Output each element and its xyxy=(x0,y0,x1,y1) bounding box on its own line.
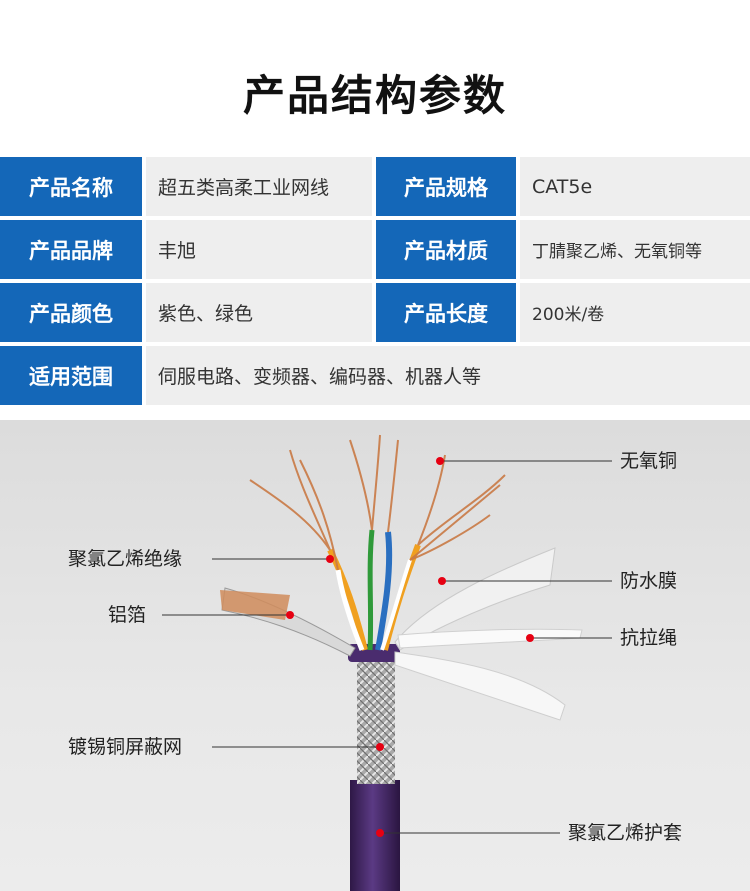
spec-value: CAT5e xyxy=(520,157,750,216)
spec-value: 紫色、绿色 xyxy=(146,283,372,342)
spec-value: 伺服电路、变频器、编码器、机器人等 xyxy=(146,346,750,405)
callout-pvc-insulation: 聚氯乙烯绝缘 xyxy=(68,548,183,570)
spec-label: 产品品牌 xyxy=(0,220,142,279)
callout-tinned-copper-shield: 镀锡铜屏蔽网 xyxy=(68,736,183,758)
spec-label: 产品长度 xyxy=(376,283,516,342)
spec-value: 丰旭 xyxy=(146,220,372,279)
spec-row: 产品名称 超五类高柔工业网线 产品规格 CAT5e xyxy=(0,157,750,216)
cable-structure-illustration: 无氧铜 聚氯乙烯绝缘 防水膜 铝箔 抗拉绳 镀锡铜屏蔽网 聚氯乙烯护套 xyxy=(0,420,750,891)
callout-pvc-jacket: 聚氯乙烯护套 xyxy=(568,822,683,844)
cable-drawing xyxy=(162,434,612,891)
callout-oxygen-free-copper: 无氧铜 xyxy=(620,450,678,472)
spec-label: 产品颜色 xyxy=(0,283,142,342)
spec-label: 适用范围 xyxy=(0,346,142,405)
spec-value: 丁腈聚乙烯、无氧铜等 xyxy=(520,220,750,279)
spec-label: 产品材质 xyxy=(376,220,516,279)
callout-aluminum-foil: 铝箔 xyxy=(108,604,147,626)
callout-tensile-rope: 抗拉绳 xyxy=(620,627,678,649)
callout-dots xyxy=(286,457,534,837)
page-title: 产品结构参数 xyxy=(242,71,507,120)
spec-label: 产品名称 xyxy=(0,157,142,216)
spec-value: 超五类高柔工业网线 xyxy=(146,157,372,216)
callout-waterproof-film: 防水膜 xyxy=(620,570,678,592)
spec-row: 产品颜色 紫色、绿色 产品长度 200米/卷 xyxy=(0,283,750,342)
spec-label: 产品规格 xyxy=(376,157,516,216)
spec-value: 200米/卷 xyxy=(520,283,750,342)
spec-row: 适用范围 伺服电路、变频器、编码器、机器人等 xyxy=(0,346,750,405)
spec-row: 产品品牌 丰旭 产品材质 丁腈聚乙烯、无氧铜等 xyxy=(0,220,750,279)
